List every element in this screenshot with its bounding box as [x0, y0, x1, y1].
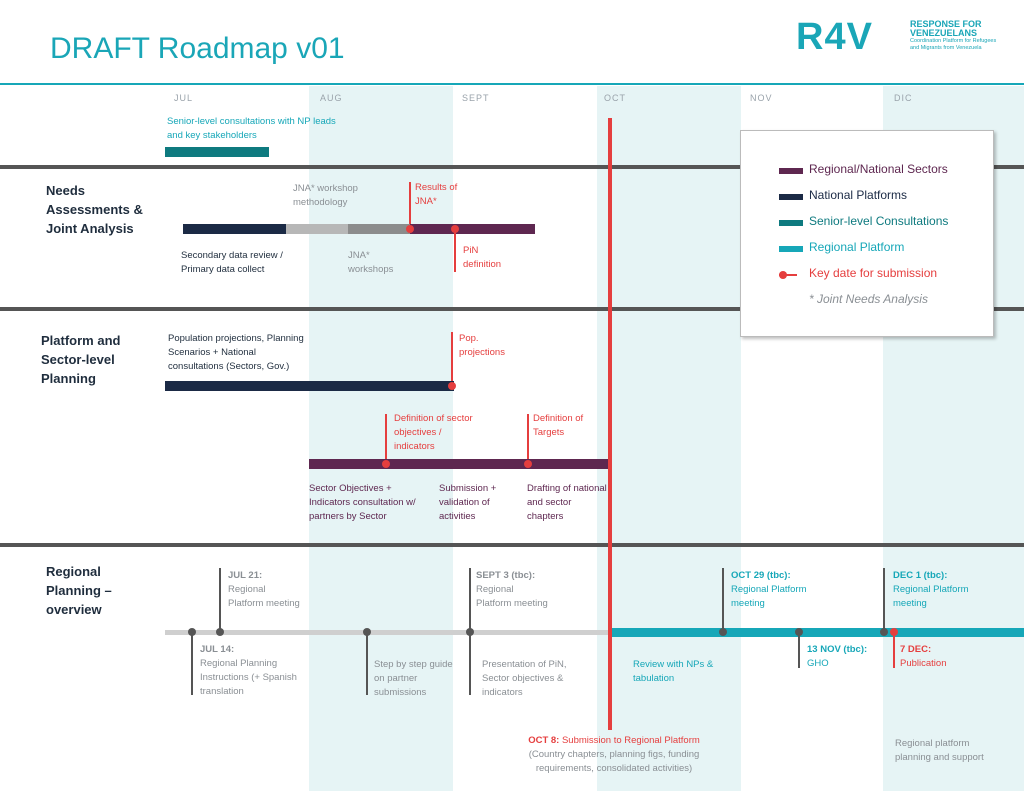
sept3-tick: [469, 568, 471, 631]
month-band-oct: [597, 86, 741, 791]
submission-validation-label: Submission + validation of activities: [439, 483, 497, 522]
dec1-tick: [883, 568, 885, 631]
regional-support-label: Regional platform planning and support: [895, 738, 984, 763]
pin-definition-dot: [451, 225, 459, 233]
results-jna-label: Results of JNA*: [415, 182, 458, 207]
legend: Regional/National Sectors National Platf…: [740, 130, 994, 337]
month-sept: SEPT: [462, 93, 490, 103]
oct29-tick: [722, 568, 724, 631]
population-projections-label: Population projections, Planning Scenari…: [168, 333, 304, 372]
legend-key-dot: [779, 271, 787, 279]
sector-objectives-tick: [385, 414, 387, 466]
jul21-dot: [216, 628, 224, 636]
legend-label: Regional/National Sectors: [809, 162, 948, 176]
logo-tagline: RESPONSE FOR VENEZUELANS Coordination Pl…: [910, 19, 997, 51]
sept3-dot: [466, 628, 474, 636]
legend-swatch: [779, 220, 803, 226]
dec7-dot: [890, 628, 898, 636]
header-divider: [0, 83, 1024, 85]
review-tabulation-label: Review with NPs & tabulation: [633, 659, 714, 684]
step-guide-tick: [366, 633, 368, 695]
legend-label: Regional Platform: [809, 240, 905, 254]
pop-projections-tick: [451, 332, 453, 386]
month-aug: AUG: [320, 93, 343, 103]
legend-label: National Platforms: [809, 188, 908, 202]
pin-definition-label: PiN definition: [463, 245, 502, 270]
month-nov: NOV: [750, 93, 773, 103]
presentation-label: Presentation of PiN, Sector objectives &…: [482, 659, 567, 698]
jna-workshops-label: JNA* workshops: [348, 250, 394, 275]
legend-label: Key date for submission: [809, 266, 938, 280]
section-needs-assessments: Needs Assessments & Joint Analysis: [46, 183, 143, 236]
month-band-aug: [309, 86, 453, 791]
pin-definition-tick: [454, 230, 456, 272]
sept3-label: SEPT 3 (tbc):Regional Platform meeting: [476, 570, 548, 609]
pop-projections-dot: [448, 382, 456, 390]
legend-label: Senior-level Consultations: [809, 214, 949, 228]
dec7-label: 7 DEC:Publication: [900, 644, 947, 669]
legend-swatch: [779, 246, 803, 252]
nov13-label: 13 NOV (tbc):GHO: [807, 644, 868, 669]
targets-tick: [527, 414, 529, 466]
jul14-dot: [188, 628, 196, 636]
results-jna-tick: [409, 182, 411, 230]
sector-objectives-consultation-label: Sector Objectives + Indicators consultat…: [309, 483, 416, 522]
dec1-dot: [880, 628, 888, 636]
results-jna-dot: [406, 225, 414, 233]
regional-timeline-line: [165, 630, 1024, 635]
dec7-tick: [893, 633, 895, 668]
legend-footnote: * Joint Needs Analysis: [809, 292, 928, 306]
jna-methodology-bar: [286, 224, 348, 234]
targets-dot: [524, 460, 532, 468]
presentation-tick: [469, 633, 471, 695]
pop-projections-label: Pop. projections: [459, 333, 505, 358]
review-tabulation-bar: [609, 628, 1024, 637]
jna-methodology-label: JNA* workshop methodology: [293, 183, 358, 208]
section-divider-3: [0, 543, 1024, 547]
legend-swatch: [779, 194, 803, 200]
oct29-dot: [719, 628, 727, 636]
secondary-data-bar: [183, 224, 286, 234]
pin-definition-bar: [410, 224, 535, 234]
senior-consultations-bar: [165, 147, 269, 157]
jul14-tick: [191, 633, 193, 695]
legend-swatch: [779, 168, 803, 174]
oct29-label: OCT 29 (tbc):Regional Platform meeting: [731, 570, 807, 609]
senior-consultations-label: Senior-level consultations with NP leads…: [167, 116, 336, 141]
population-projections-bar: [165, 381, 454, 391]
drafting-chapters-label: Drafting of national and sector chapters: [527, 483, 607, 522]
step-guide-label: Step by step guide on partner submission…: [374, 659, 453, 698]
section-divider-2: [0, 307, 1024, 311]
dec1-label: DEC 1 (tbc):Regional Platform meeting: [893, 570, 969, 609]
sector-objectives-bar: [309, 459, 609, 469]
section-divider-1: [0, 165, 1024, 169]
month-oct: OCT: [604, 93, 626, 103]
r4v-logo: R4V: [796, 16, 873, 58]
legend-swatch: [779, 274, 797, 276]
jna-workshops-bar: [348, 224, 410, 234]
jul14-label: JUL 14:Regional Planning Instructions (+…: [200, 644, 297, 697]
definition-targets-label: Definition of Targets: [533, 413, 584, 438]
jul21-label: JUL 21:Regional Platform meeting: [228, 570, 300, 609]
jul21-tick: [219, 568, 221, 631]
page-title: DRAFT Roadmap v01: [50, 32, 345, 65]
sector-objectives-dot: [382, 460, 390, 468]
oct8-key-date-line: [608, 118, 612, 730]
month-dic: DIC: [894, 93, 913, 103]
secondary-data-label: Secondary data review / Primary data col…: [181, 250, 283, 275]
step-guide-dot: [363, 628, 371, 636]
section-regional-planning: Regional Planning – overview: [46, 564, 112, 617]
month-jul: JUL: [174, 93, 194, 103]
section-platform-planning: Platform and Sector-level Planning: [41, 333, 121, 386]
nov13-tick: [798, 633, 800, 668]
oct8-label: OCT 8: Submission to Regional Platform(C…: [528, 735, 700, 774]
nov13-dot: [795, 628, 803, 636]
definition-sector-objectives-label: Definition of sector objectives / indica…: [394, 413, 473, 452]
